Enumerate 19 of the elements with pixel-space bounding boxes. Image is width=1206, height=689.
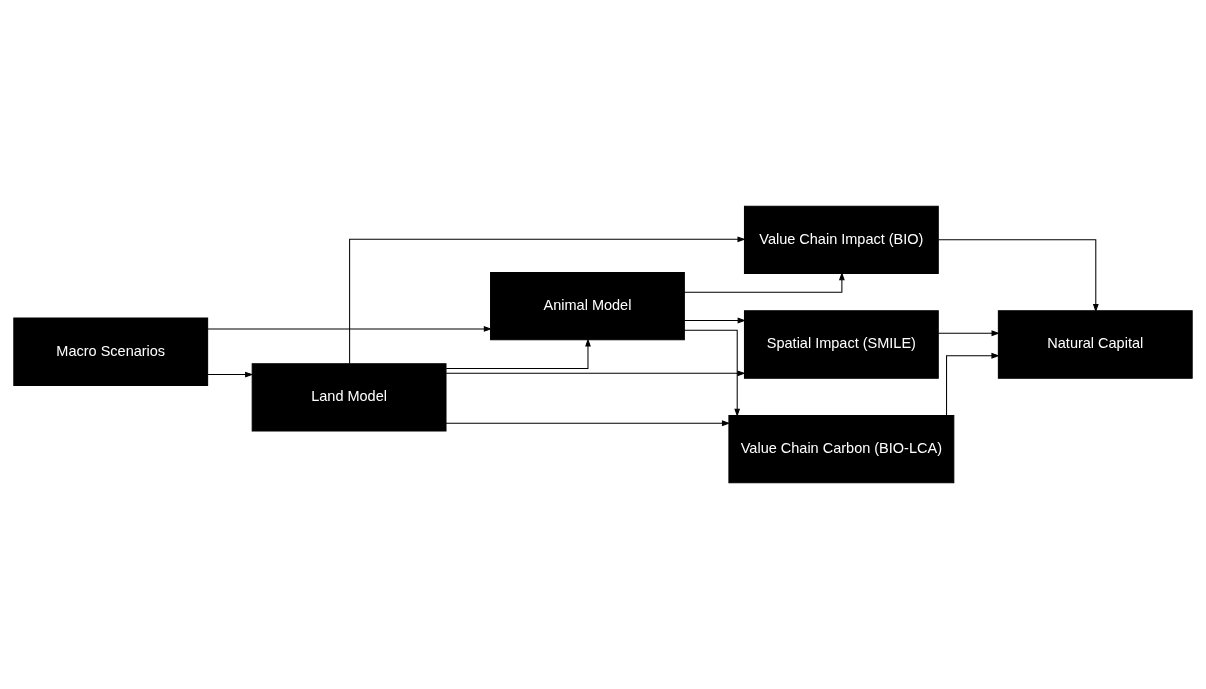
arrow: [445, 338, 591, 370]
arrow: [207, 326, 493, 332]
arrow: [445, 420, 731, 427]
node-box: Value Chain Impact (BIO): [743, 205, 939, 275]
arrow: [684, 317, 746, 324]
arrow: [683, 329, 741, 417]
node-box: Natural Capital: [997, 310, 1193, 379]
arrow: [683, 272, 845, 293]
node-box: Macro Scenarios: [13, 317, 209, 386]
arrow: [937, 330, 1000, 337]
node-box: Land Model: [251, 363, 447, 432]
arrow: [349, 236, 746, 364]
arrow: [445, 370, 746, 377]
arrow: [207, 371, 254, 378]
arrow: [946, 352, 1000, 416]
node-box: Spatial Impact (SMILE): [743, 310, 939, 379]
arrow: [937, 239, 1099, 313]
node-box: Animal Model: [490, 271, 685, 341]
node-box: Value Chain Carbon (BIO-LCA): [728, 414, 955, 484]
